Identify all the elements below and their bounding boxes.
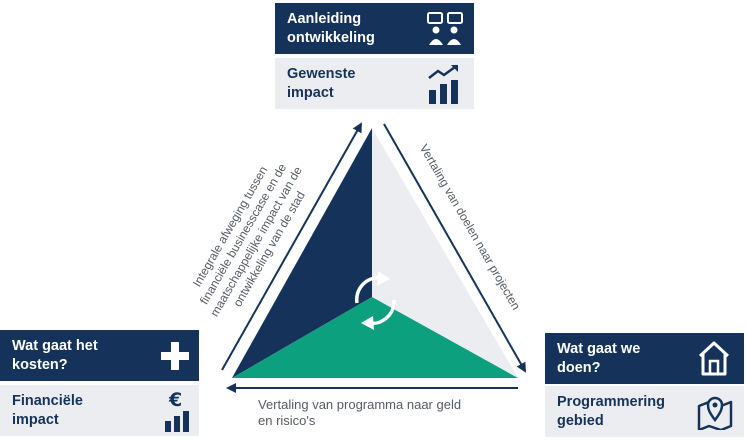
cycle-arrowhead-top — [377, 271, 390, 286]
people-conversation-icon — [427, 12, 463, 45]
box-programmering-gebied-label: Programmering gebied — [557, 393, 665, 429]
house-icon — [698, 341, 730, 376]
svg-text:€: € — [168, 389, 182, 411]
box-financiele-impact-label: Financiële impact — [12, 392, 83, 428]
growth-chart-icon — [428, 65, 458, 104]
box-aanleiding: Aanleiding ontwikkeling — [275, 3, 474, 54]
box-wat-gaat-het-kosten: Wat gaat het kosten? — [0, 330, 199, 381]
box-wat-gaat-het-kosten-label: Wat gaat het kosten? — [12, 337, 98, 373]
box-wat-gaat-we-doen-label: Wat gaat we doen? — [557, 340, 641, 376]
box-programmering-gebied: Programmering gebied — [545, 386, 744, 437]
box-gewenste-impact: Gewenste impact — [275, 58, 474, 109]
triangle-section-right — [372, 128, 518, 378]
triangle-section-bottom — [232, 297, 518, 378]
triangle-section-left — [232, 128, 372, 378]
plus-icon — [161, 342, 189, 370]
arrow-left-edge — [221, 122, 362, 371]
box-financiele-impact: Financiële impact € — [0, 385, 199, 436]
bottom-edge-line-2: en risico's — [258, 413, 316, 428]
cycle-arrowhead-bottom — [361, 316, 374, 330]
box-wat-gaat-we-doen: Wat gaat we doen? — [545, 333, 744, 384]
arrow-right-edge — [383, 123, 526, 373]
euro-bar-chart-icon: € — [165, 389, 189, 432]
bottom-edge-line-1: Vertaling van programma naar geld — [258, 397, 462, 412]
bottom-edge-text: Vertaling van programma naar geld en ris… — [258, 397, 461, 429]
map-pin-icon — [697, 396, 733, 430]
box-gewenste-impact-label: Gewenste impact — [287, 65, 356, 101]
box-aanleiding-label: Aanleiding ontwikkeling — [287, 10, 375, 46]
